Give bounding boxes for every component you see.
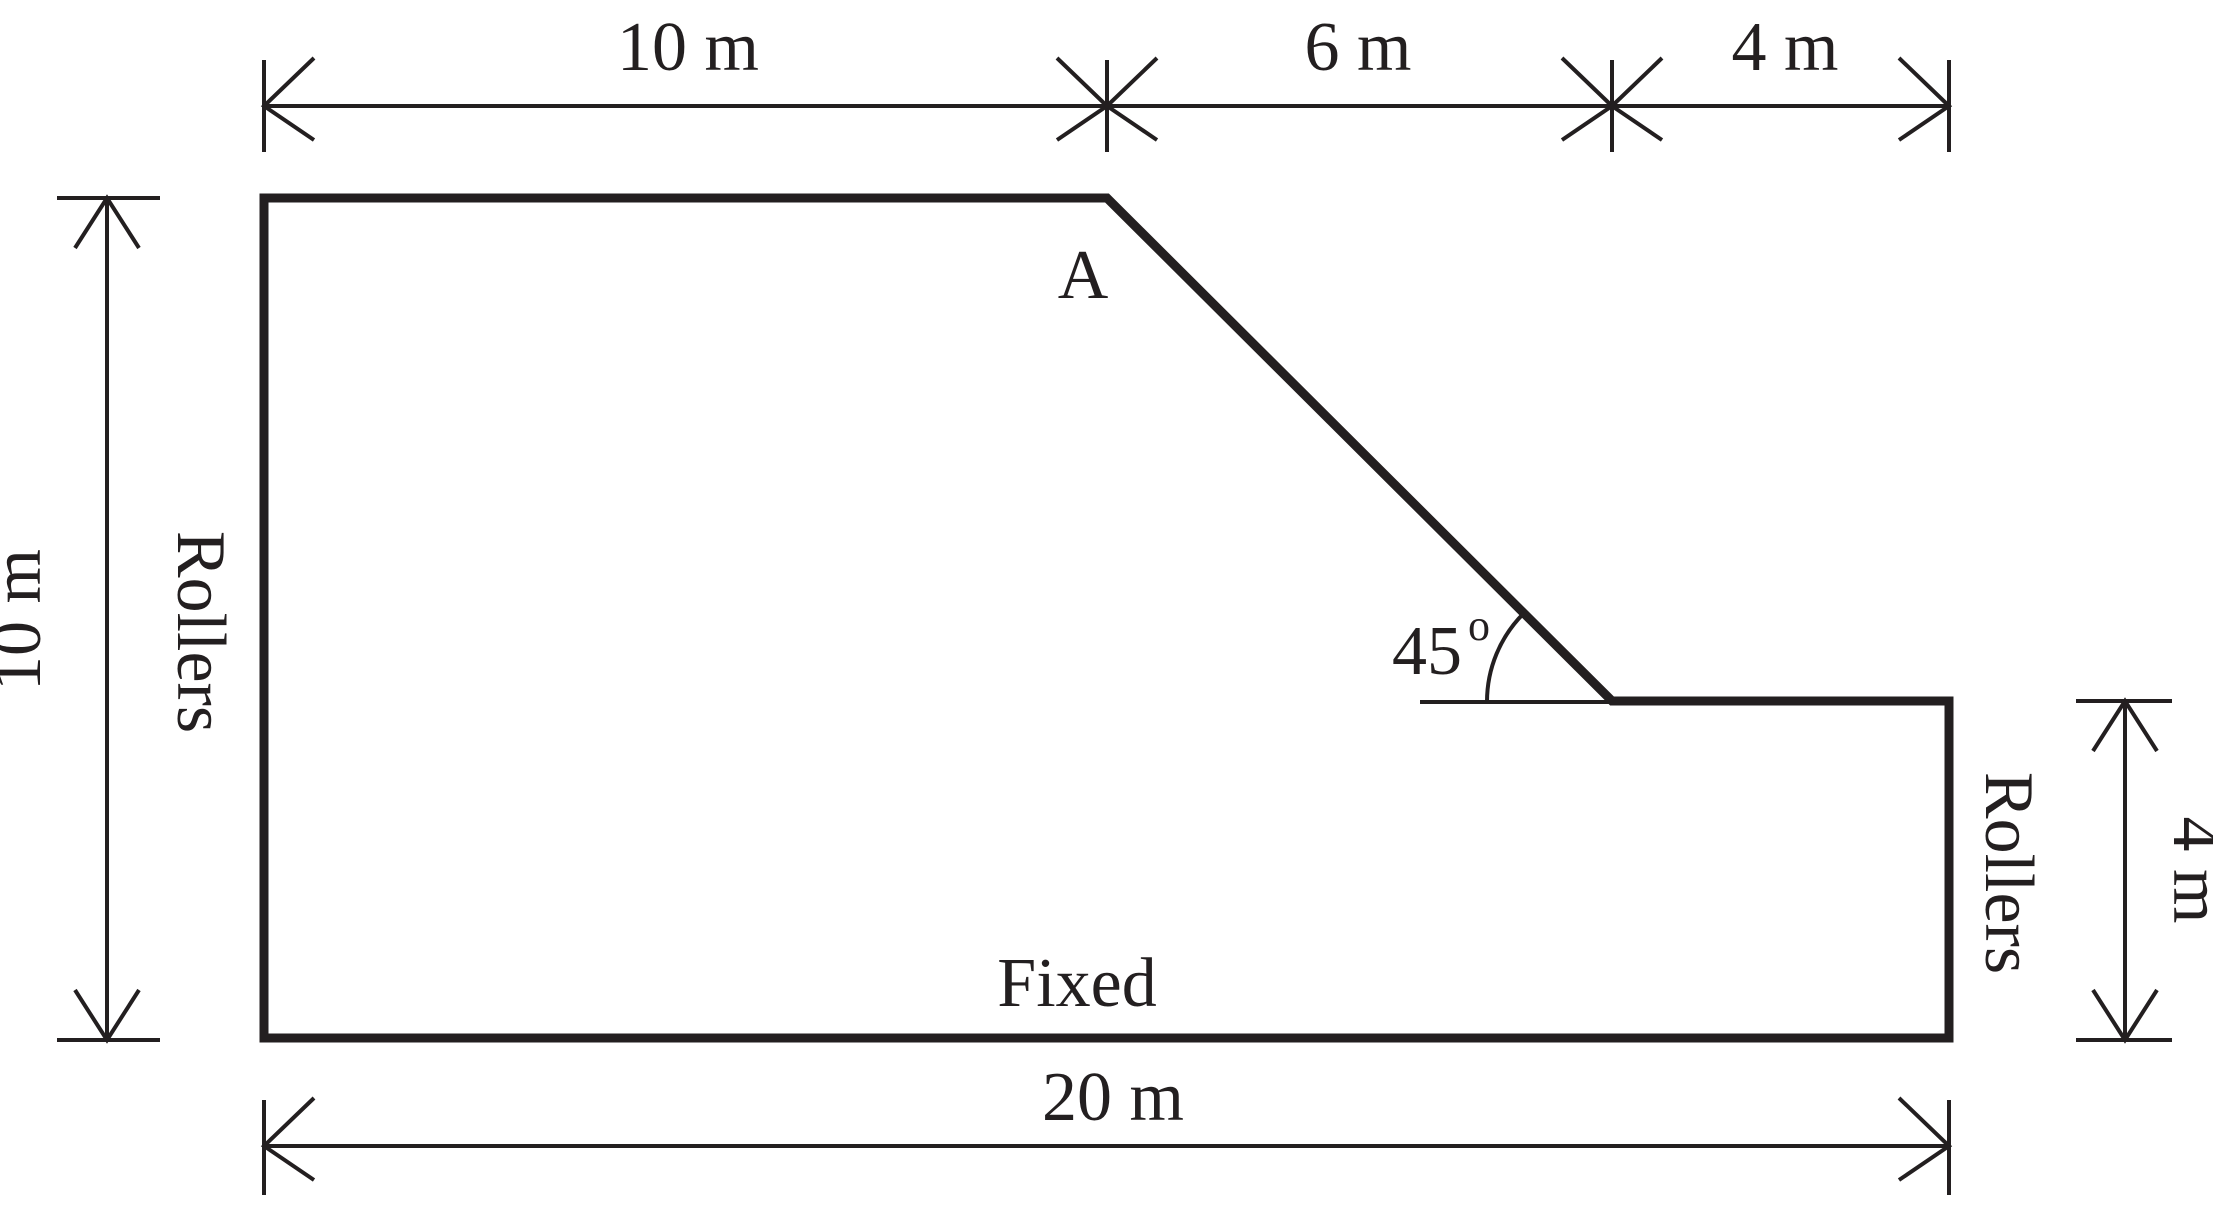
arrowhead [73,194,141,250]
label-angle: 45 [1392,613,1462,690]
right-dimension-line [2076,697,2172,1044]
arrowhead [1897,56,1953,142]
dim-right: 4 m [2158,817,2213,924]
arrowhead [1103,56,1159,142]
label-rollers-left: Rollers [162,531,239,733]
left-dimension-line [57,194,160,1044]
arrowhead [1897,1096,1953,1182]
dim-top-middle: 6 m [1305,9,1412,86]
top-dimension-line [260,56,1953,152]
arrowhead [260,56,316,142]
arrowhead [1608,56,1664,142]
arrowhead [260,1096,316,1182]
label-point-a: A [1058,237,1109,314]
arrowhead [73,988,141,1044]
label-angle-degree: o [1468,601,1490,650]
arrowhead [2091,988,2159,1044]
dim-top-right: 4 m [1732,9,1839,86]
bottom-dimension-line [260,1096,1953,1195]
label-fixed: Fixed [997,945,1156,1022]
arrowhead [2091,697,2159,753]
arrowhead [1055,56,1111,142]
slope-outline [259,193,1954,1043]
arrowhead [1560,56,1616,142]
dim-left: 10 m [0,549,56,691]
label-rollers-right: Rollers [1970,772,2047,974]
dim-bottom: 20 m [1042,1059,1184,1136]
angle-arc [1484,611,1526,703]
dim-top-left: 10 m [617,9,759,86]
